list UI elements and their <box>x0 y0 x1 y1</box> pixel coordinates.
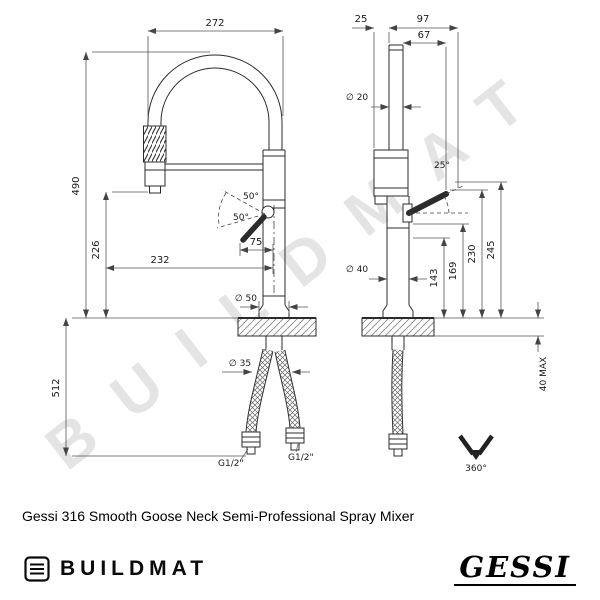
faucet-body <box>262 149 286 305</box>
handle-lever <box>240 214 267 243</box>
dim-230-label: 230 <box>467 244 478 263</box>
product-title: Gessi 316 Smooth Goose Neck Semi-Profess… <box>22 508 415 524</box>
dim-angle25-label: 25° <box>434 161 450 171</box>
dim-512-label: 512 <box>51 378 62 397</box>
dim-97-label: 97 <box>417 14 430 25</box>
dim-dia35-label: ∅ 35 <box>229 359 251 369</box>
dim-dia40-label: ∅ 40 <box>346 265 368 275</box>
spray-head-side <box>373 149 409 197</box>
side-view-dimensions <box>352 25 544 352</box>
dim-dia50-label: ∅ 50 <box>235 294 257 304</box>
handle-lever-side <box>406 191 449 216</box>
countertop-front <box>237 317 317 337</box>
spray-head <box>144 161 166 187</box>
technical-drawing: 272 490 226 512 232 75 50° 50° ∅ 50 ∅ 35… <box>51 14 549 474</box>
spout-column <box>388 44 404 150</box>
swivel-icon <box>458 434 494 460</box>
side-view <box>361 44 468 457</box>
dim-angle-lower-label: 50° <box>233 213 249 223</box>
front-view <box>143 54 317 455</box>
dim-75-label: 75 <box>250 237 263 248</box>
gooseneck-spout <box>147 54 283 123</box>
swivel-360-label: 360° <box>465 464 487 474</box>
countertop-side <box>361 317 435 337</box>
buildmat-brand: BUILDMAT <box>24 556 208 582</box>
gessi-logo: GESSI <box>454 552 576 586</box>
buildmat-wordmark: BUILDMAT <box>60 557 209 580</box>
dim-490-label: 490 <box>71 176 82 195</box>
spring-coil <box>143 125 167 163</box>
dim-245-label: 245 <box>486 240 497 259</box>
dim-angle-upper-label: 50° <box>243 192 259 202</box>
thread-left-label: G1/2" <box>218 459 244 469</box>
dim-232-label: 232 <box>150 255 169 266</box>
dim-226-label: 226 <box>91 240 102 259</box>
dim-67-label: 67 <box>418 30 431 41</box>
buildmat-logo-icon <box>24 556 50 582</box>
dim-143-label: 143 <box>429 268 440 287</box>
dim-25-label: 25 <box>355 14 368 25</box>
dim-dia20-label: ∅ 20 <box>346 93 368 103</box>
dock-arm <box>165 163 263 171</box>
dim-169-label: 169 <box>448 261 459 280</box>
footer: BUILDMAT GESSI <box>0 538 600 600</box>
dim-40max-label: 40 MAX <box>539 357 549 391</box>
front-view-dimensions <box>63 28 310 462</box>
dim-272-label: 272 <box>205 18 224 29</box>
thread-right-label: G1/2" <box>288 453 314 463</box>
